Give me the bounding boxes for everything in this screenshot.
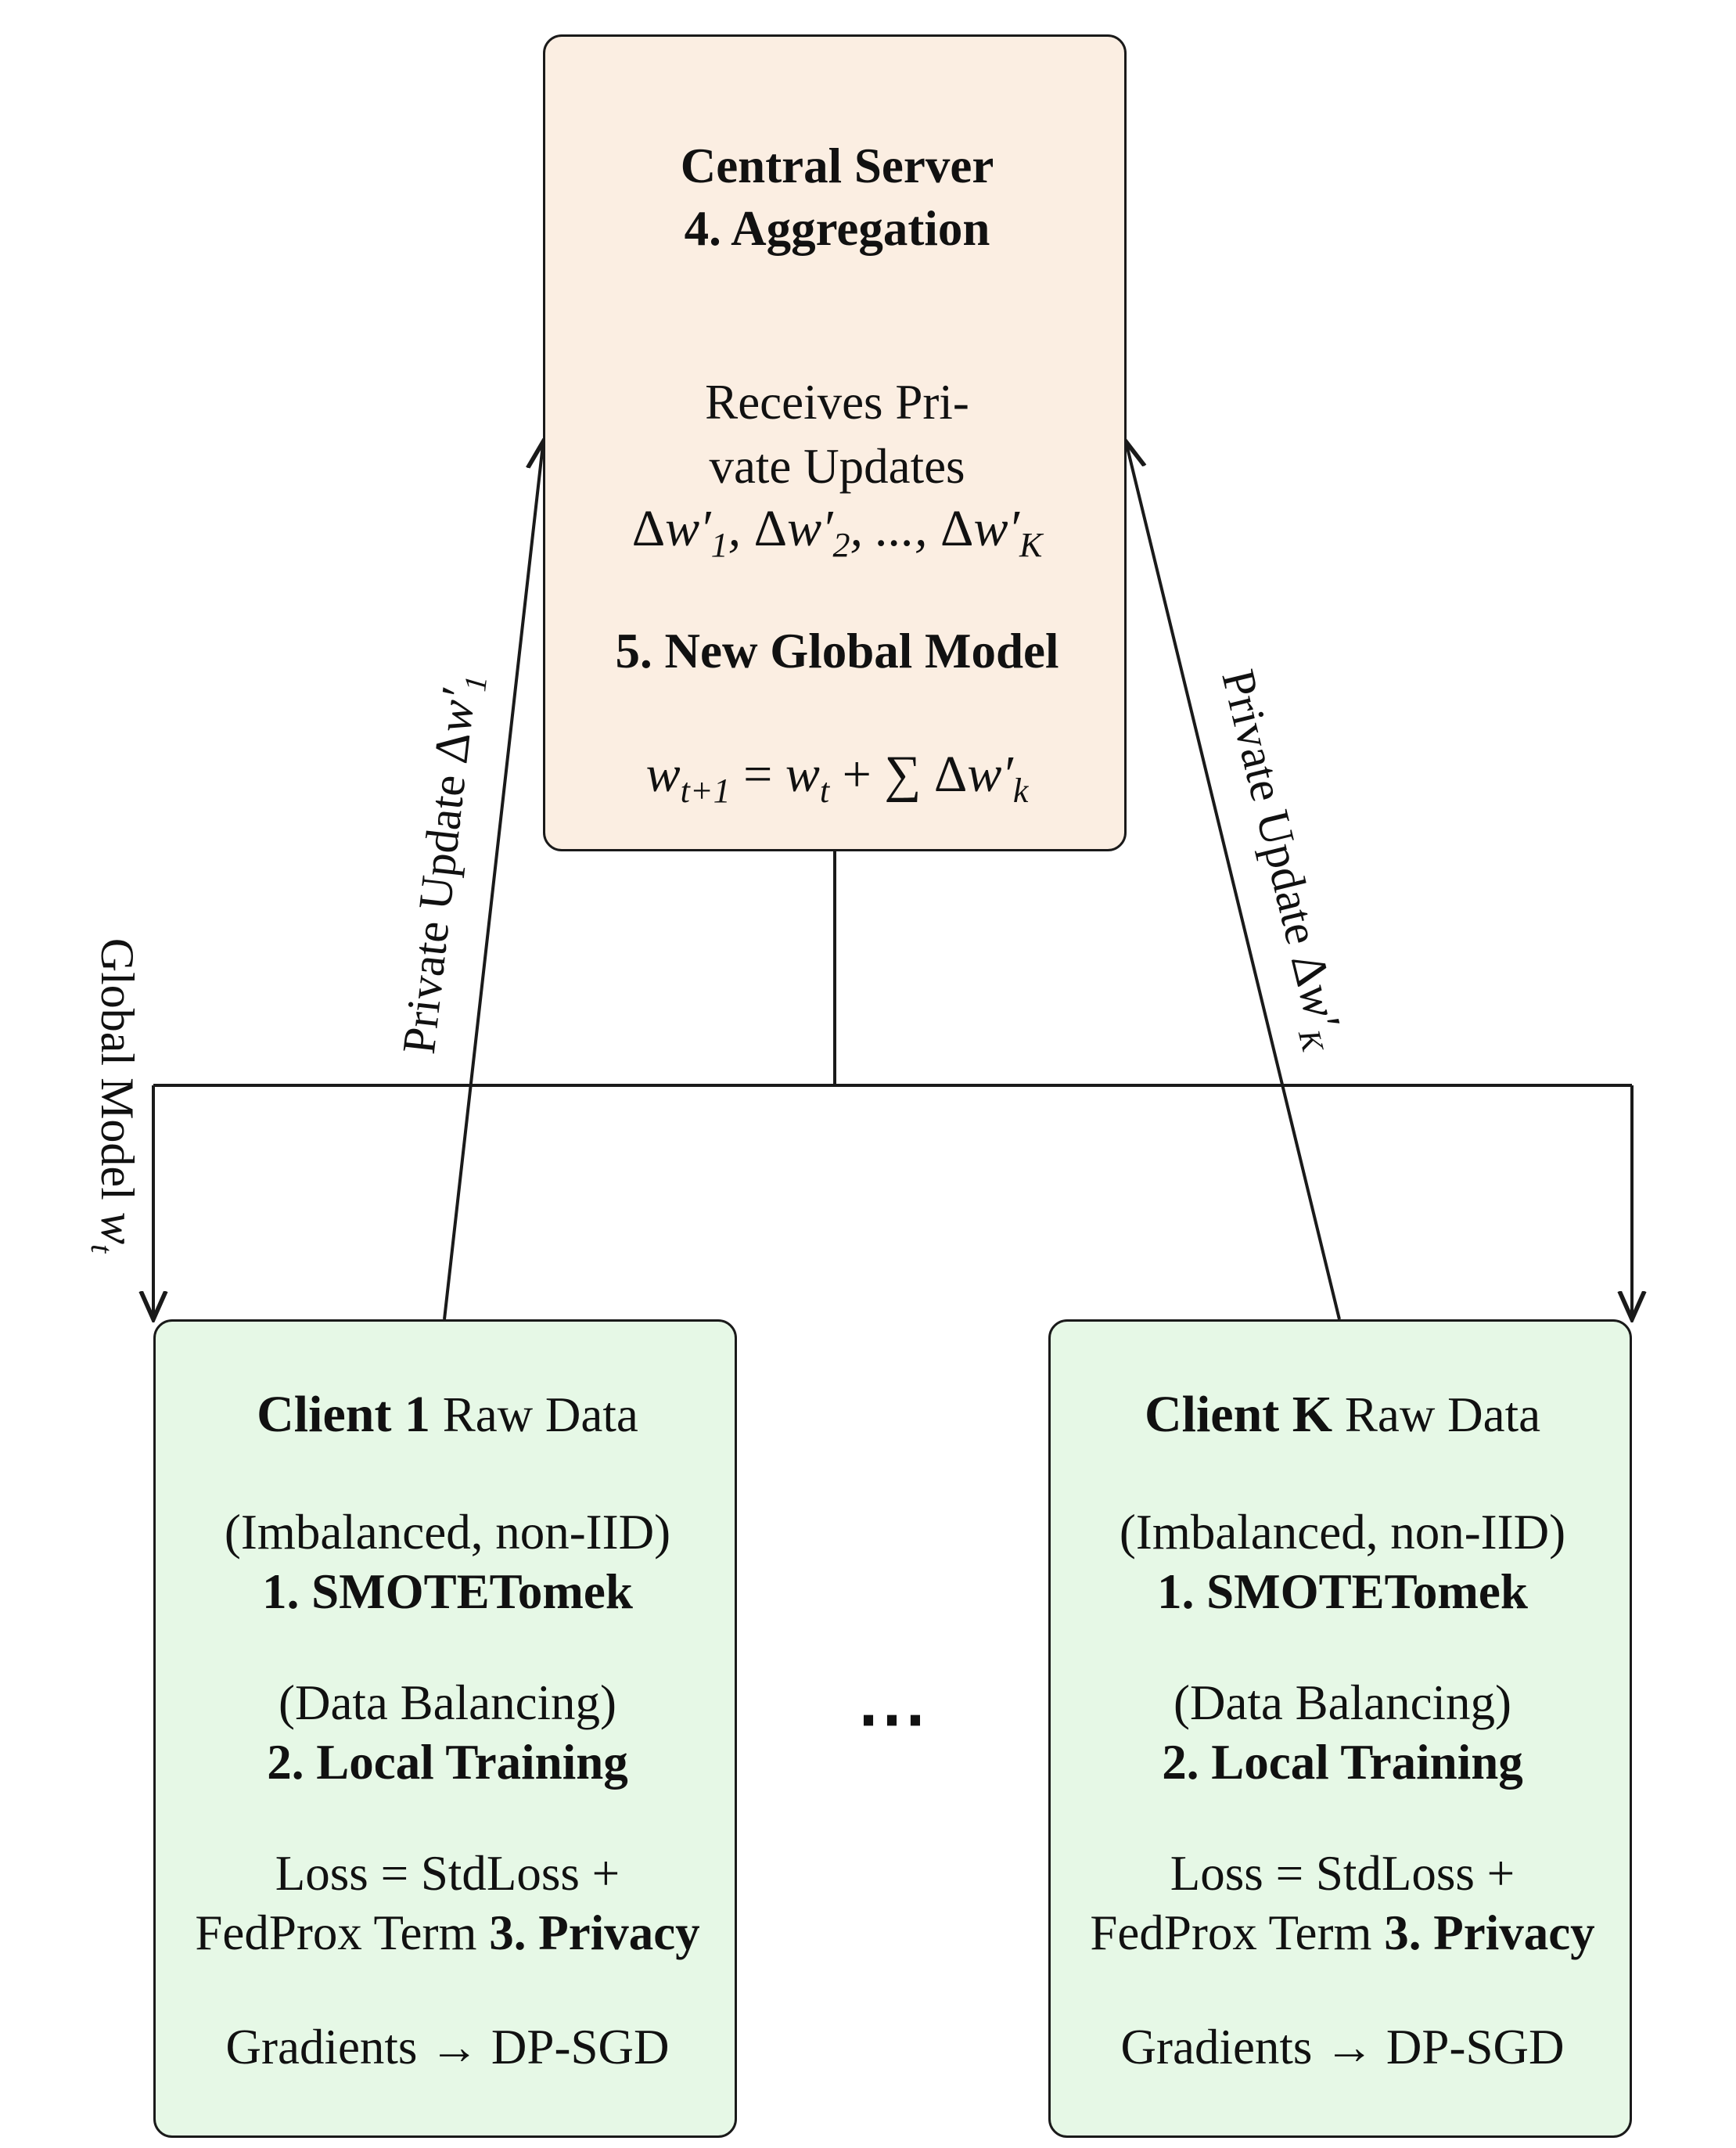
client-name: Client 1 xyxy=(257,1386,430,1443)
client-fedprox-line: FedProx Term 3. Privacy xyxy=(1051,1902,1634,1963)
client-fedprox-term: FedProx Term xyxy=(1090,1905,1372,1960)
private-update-arrow-client1 xyxy=(443,444,543,1320)
client-fedprox-line: FedProx Term 3. Privacy xyxy=(156,1902,739,1963)
client-data-note: (Imbalanced, non-IID) xyxy=(224,1505,671,1560)
client-loss-line: Loss = StdLoss + xyxy=(1170,1846,1515,1901)
client-1-node: Client 1 Raw Data (Imbalanced, non-IID) … xyxy=(153,1319,737,2138)
client-step1-note: (Data Balancing) xyxy=(1173,1675,1512,1730)
client-raw-data-label: Raw Data xyxy=(1344,1387,1541,1442)
server-title: Central Server xyxy=(680,139,994,193)
client-loss-line: Loss = StdLoss + xyxy=(275,1846,620,1901)
client-header: Client 1 Raw Data xyxy=(156,1384,739,1445)
client-k-node: Client K Raw Data (Imbalanced, non-IID) … xyxy=(1048,1319,1632,2138)
client-step1-note: (Data Balancing) xyxy=(278,1675,617,1730)
server-updates-formula: Δw′1, Δw′2, ..., Δw′K xyxy=(631,500,1043,565)
server-step5-label: 5. New Global Model xyxy=(615,624,1059,678)
client-name: Client K xyxy=(1144,1386,1333,1443)
client-gradients-line: Gradients → DP-SGD xyxy=(1120,2020,1565,2074)
more-clients-ellipsis: ⋯ xyxy=(857,1681,927,1758)
client-raw-data-label: Raw Data xyxy=(442,1387,638,1442)
client-step1-label: 1. SMOTETomek xyxy=(1157,1564,1528,1619)
client-fedprox-term: FedProx Term xyxy=(195,1905,477,1960)
client-gradients-line: Gradients → DP-SGD xyxy=(225,2020,670,2074)
server-receives-line1: Receives Pri- xyxy=(705,375,969,430)
global-model-edge-label: Global Model wt xyxy=(84,937,145,1254)
client-data-note: (Imbalanced, non-IID) xyxy=(1119,1505,1566,1560)
client-step2-label: 2. Local Training xyxy=(267,1735,628,1790)
client-step1-label: 1. SMOTETomek xyxy=(262,1564,633,1619)
server-step4-label: 4. Aggregation xyxy=(684,201,990,256)
client-step3-label: 3. Privacy xyxy=(489,1905,700,1960)
private-update-arrow-clientk xyxy=(1127,444,1341,1320)
server-receives-line2: vate Updates xyxy=(709,439,965,494)
server-update-formula: wt+1 = wt + ∑ Δw′k xyxy=(645,746,1029,811)
central-server-node: Central Server 4. Aggregation Receives P… xyxy=(543,34,1127,851)
client-header: Client K Raw Data xyxy=(1051,1384,1634,1445)
client-step2-label: 2. Local Training xyxy=(1162,1735,1523,1790)
client-step3-label: 3. Privacy xyxy=(1384,1905,1595,1960)
